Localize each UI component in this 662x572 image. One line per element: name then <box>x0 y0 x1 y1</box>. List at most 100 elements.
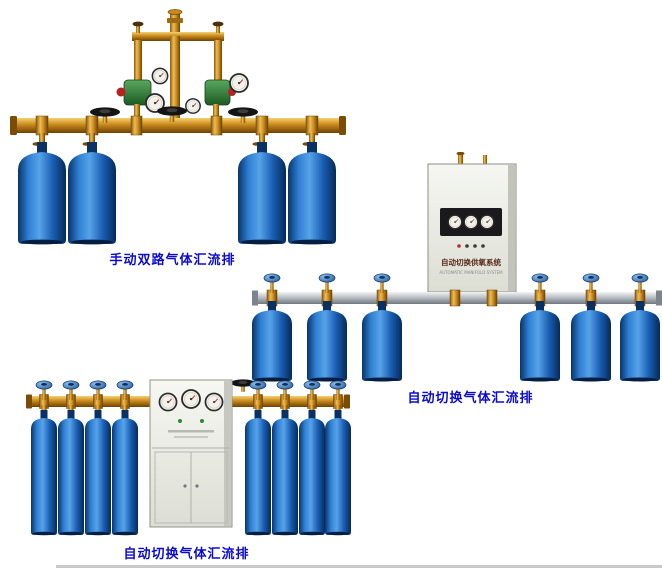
drop-pipe <box>309 133 315 142</box>
tee-assembly <box>132 9 224 120</box>
blue-valve-handwheel <box>373 273 391 294</box>
riser-nut <box>167 18 183 23</box>
indicator-light <box>481 244 485 248</box>
gas-cylinder <box>85 410 111 536</box>
cylinder-connector <box>282 405 288 413</box>
pipe-union <box>85 115 99 136</box>
gas-cylinder <box>58 410 84 536</box>
indicator-light <box>473 244 477 248</box>
cylinder-connector <box>41 405 47 413</box>
gas-cylinder <box>18 142 66 245</box>
bottom-divider <box>56 565 662 568</box>
tee-valve-knob-right <box>212 21 224 27</box>
regulator-body <box>204 79 231 106</box>
cylinder-bank <box>252 301 660 382</box>
gas-cylinder <box>245 410 271 536</box>
pipe-endcap-right <box>344 394 350 409</box>
pressure-gauge <box>229 73 249 93</box>
cabinet-top-fitting <box>483 155 487 165</box>
indicator-light <box>465 244 469 248</box>
pipe-endcap-left <box>26 394 32 409</box>
drop-pipe <box>259 133 265 142</box>
pressure-regulator-left <box>116 79 152 119</box>
gas-cylinder <box>272 410 298 536</box>
cylinder-bank <box>18 133 336 245</box>
pressure-gauge <box>181 389 201 409</box>
door-handle <box>195 484 199 488</box>
product-caption-manual-dual: 手动双路气体汇流排 <box>109 253 236 268</box>
gas-cylinder <box>299 410 325 536</box>
cylinder-connector <box>122 405 128 413</box>
gas-cylinder <box>252 301 292 382</box>
blue-valve-handwheel <box>531 273 549 294</box>
riser-cap <box>167 9 183 15</box>
drop-pipe <box>39 133 45 142</box>
gas-cylinder <box>68 142 116 245</box>
pipe-union <box>35 115 49 136</box>
tee-valve-stem-left <box>136 24 140 33</box>
cylinder-connector <box>335 405 341 413</box>
gas-cylinder <box>520 301 560 382</box>
blue-valve-handwheel <box>582 273 600 294</box>
gas-cylinder <box>571 301 611 382</box>
pressure-regulator-right <box>204 79 236 119</box>
gas-cylinder <box>307 301 347 382</box>
gas-cylinder <box>325 410 351 536</box>
cabinet-top-fitting <box>458 153 463 165</box>
cylinder-connector <box>309 405 315 413</box>
pressure-gauge <box>479 214 495 230</box>
regulator-stem <box>213 104 219 119</box>
product-image-manual-dual-manifold <box>10 9 346 245</box>
manifold-pipe <box>252 289 662 307</box>
pipe-endcap-right <box>656 290 662 306</box>
indicator-light <box>178 419 182 423</box>
pipe-endcap-left <box>10 116 17 135</box>
control-cabinet <box>149 379 233 528</box>
pipe-endcap-right <box>339 116 346 135</box>
pipe-union <box>486 289 498 307</box>
branch-pipe-right <box>214 40 222 82</box>
regulator-stem <box>134 104 140 119</box>
drop-pipe <box>89 133 95 142</box>
branch-pipe-left <box>134 40 142 82</box>
cabinet-subtitle: AUTOMATIC MANIFOLD SYSTEM <box>439 270 503 275</box>
indicator-light <box>200 419 204 423</box>
pipe-union <box>449 289 461 307</box>
pressure-gauge <box>447 214 463 230</box>
cabinet-title: 自动切换供氧系统 <box>441 257 501 267</box>
pipe-union <box>210 115 223 136</box>
manifold-pipe <box>10 115 346 136</box>
blue-valve-handwheel <box>318 273 336 294</box>
pipe-body <box>12 118 344 133</box>
gas-cylinder <box>620 301 660 382</box>
pressure-gauge <box>151 67 169 85</box>
cabinet-text-line <box>168 430 214 433</box>
product-caption-auto-switch-floor: 自动切换气体汇流排 <box>123 547 250 562</box>
pressure-gauge <box>185 98 201 114</box>
door-handle <box>183 484 187 488</box>
pressure-gauge <box>463 214 479 230</box>
indicator-light <box>457 244 461 248</box>
pressure-gauge <box>204 392 224 412</box>
cylinder-connector <box>68 405 74 413</box>
riser-pipe <box>170 12 180 36</box>
cylinder-bank <box>31 405 351 536</box>
pressure-gauge <box>158 392 178 412</box>
control-cabinet: 自动切换供氧系统 AUTOMATIC MANIFOLD SYSTEM <box>427 152 517 293</box>
cabinet-top-fitting-knob <box>456 152 465 156</box>
pipe-union <box>305 115 319 136</box>
gas-cylinder <box>112 410 138 536</box>
center-pipe <box>170 36 180 120</box>
cabinet-side-shade <box>508 165 515 291</box>
cabinet-text-line <box>174 436 208 438</box>
cylinder-connector <box>255 405 261 413</box>
regulator-knob <box>116 87 126 97</box>
product-image-auto-switch-floor <box>26 379 351 536</box>
product-caption-auto-switch-wall: 自动切换气体汇流排 <box>407 391 534 406</box>
blue-valve-handwheel <box>263 273 281 294</box>
pipe-union <box>255 115 269 136</box>
tee-valve-stem-right <box>216 24 220 33</box>
pipe-union <box>130 115 143 136</box>
blue-valve-handwheel <box>631 273 649 294</box>
